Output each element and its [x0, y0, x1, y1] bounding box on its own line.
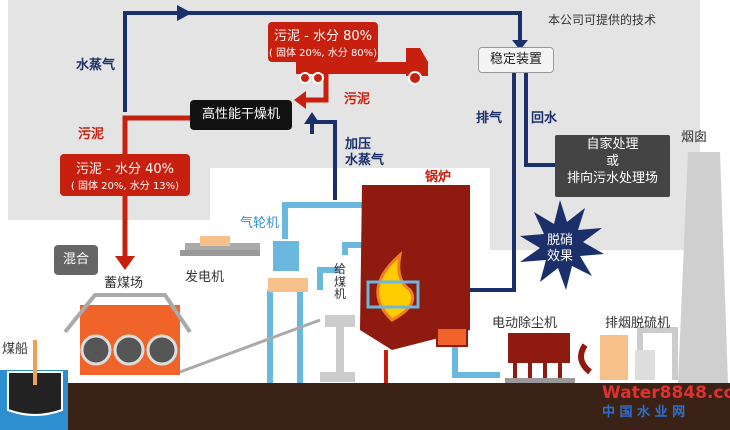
label-turbine: 气轮机	[240, 216, 280, 231]
boiler	[360, 185, 470, 350]
sludge-40-box: 污泥 - 水分 40% ( 固体 20%, 水分 13%)	[60, 154, 190, 196]
label-desulfurizer: 排烟脱硫机	[605, 316, 671, 331]
chimney	[678, 152, 728, 383]
label-return-water: 回水	[531, 111, 558, 126]
sludge-lines	[122, 70, 329, 258]
turbine	[271, 239, 301, 273]
watermark-sub: 中 国 水 业 网	[602, 405, 686, 420]
mix-box: 混合	[54, 245, 98, 275]
generator	[180, 236, 260, 256]
flame-icon	[376, 250, 415, 322]
ground	[0, 383, 730, 430]
label-coal-ship: 煤船	[2, 342, 29, 357]
arrow-head	[177, 5, 192, 21]
label-chimney: 烟囱	[681, 130, 708, 145]
coal-ship	[7, 371, 63, 416]
sludge-40-title: 污泥 - 水分 40%	[76, 162, 174, 177]
label-boiler: 锅炉	[425, 170, 452, 185]
treatment-box: 自家处理 或 排向污水处理场	[555, 135, 670, 197]
label-sludge-out: 污泥	[78, 127, 105, 142]
label-steam: 水蒸气	[76, 58, 116, 73]
label-dust-collector: 电动除尘机	[492, 316, 558, 331]
arrow-head	[115, 256, 135, 270]
stabilizer-box: 稳定装置	[478, 47, 554, 73]
label-generator: 发电机	[185, 270, 225, 285]
sludge-40-detail: ( 固体 20%, 水分 13%)	[70, 181, 180, 192]
arrow-head	[294, 91, 306, 109]
denitration-star-icon	[520, 200, 604, 290]
label-coal-yard: 蓄煤场	[104, 276, 144, 291]
label-coal-feeder: 给 煤 机	[334, 262, 347, 302]
label-exhaust: 排气	[476, 111, 503, 126]
label-sludge-in: 污泥	[344, 92, 371, 107]
coal-feeder	[320, 315, 355, 382]
truck-icon	[296, 48, 428, 85]
desulfurizer	[578, 327, 678, 380]
coal-yard	[63, 293, 321, 375]
header-note: 本公司可提供的技术	[548, 13, 657, 27]
arrow-head	[304, 112, 320, 124]
sludge-80-box: 污泥 - 水分 80% ( 固体 20%, 水分 80%)	[268, 22, 378, 62]
dryer-box: 高性能干燥机	[190, 100, 292, 130]
watermark-logo: Water8848.com	[602, 383, 730, 403]
label-denitration: 脱硝 效果	[547, 233, 574, 264]
steam-loop	[123, 11, 556, 292]
dust-collector	[436, 327, 575, 383]
sludge-80-detail: ( 固体 20%, 水分 80%)	[268, 48, 378, 59]
label-pressurized-steam: 加压 水蒸气	[345, 137, 385, 168]
sludge-80-title: 污泥 - 水分 80%	[274, 29, 372, 44]
arrow-head	[512, 40, 528, 50]
